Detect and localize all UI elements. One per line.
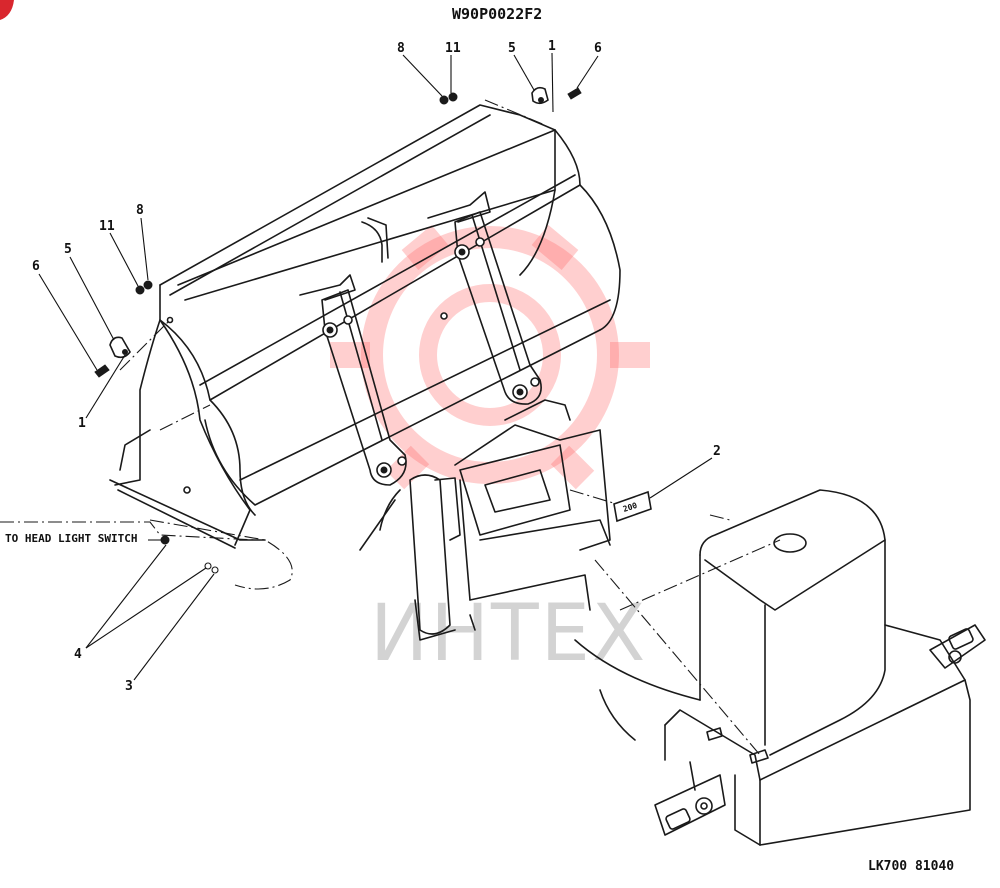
callout-6-top: 6	[594, 41, 602, 56]
callout-3: 3	[125, 679, 133, 694]
reference-code: LK700 81040	[868, 859, 954, 874]
washer-part-11-top	[448, 92, 458, 102]
callout-4: 4	[74, 647, 82, 662]
lift-arm-left	[299, 274, 407, 486]
watermark-text: ИНТЕХ	[370, 589, 647, 679]
callout-5-top: 5	[508, 41, 516, 56]
callouts: 8 11 5 1 6 8 11 5 6 1 2 4 3	[32, 39, 721, 694]
nut-part-8-top	[439, 95, 449, 105]
phantom-lines	[0, 99, 781, 756]
drawing-number: W90P0022F2	[452, 5, 542, 23]
corner-mark	[0, 0, 14, 20]
callout-11-top: 11	[445, 41, 461, 56]
callout-8-left: 8	[136, 203, 144, 218]
callout-5-left: 5	[64, 242, 72, 257]
wire-clips-part-4	[160, 535, 219, 574]
callout-2: 2	[713, 444, 721, 459]
callout-8-top: 8	[397, 41, 405, 56]
loader-frame	[359, 399, 611, 641]
name-plate-part-2: 200	[613, 490, 652, 523]
plate-text: 200	[622, 501, 639, 514]
callout-6-left: 6	[32, 259, 40, 274]
bolt-part-6-top	[567, 87, 582, 100]
lamp-part-5-top	[531, 86, 549, 105]
washer-part-11-left	[135, 285, 145, 295]
counterweight-body	[574, 489, 986, 846]
nut-part-8-left	[143, 280, 153, 290]
callout-1-top: 1	[548, 39, 556, 54]
callout-1-left: 1	[78, 416, 86, 431]
lamp-part-5-left	[109, 336, 131, 359]
wire-note: TO HEAD LIGHT SWITCH	[5, 532, 137, 545]
callout-11-left: 11	[99, 219, 115, 234]
lift-arm-right	[427, 191, 542, 405]
bolt-part-6-left	[94, 364, 110, 378]
bucket	[109, 104, 621, 549]
